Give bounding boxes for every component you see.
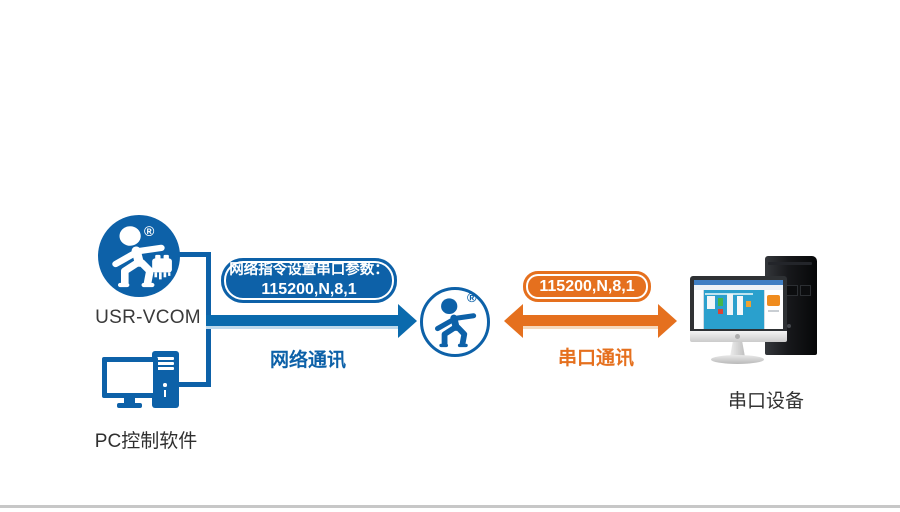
- screen-menubar: [694, 285, 783, 290]
- screen-detail: [718, 309, 723, 314]
- tower-power-button: [787, 324, 791, 328]
- tower-stripe: [157, 367, 174, 370]
- screen-left-panel: [694, 290, 704, 329]
- usr-vcom-logo: ®: [98, 215, 180, 297]
- usr-mascot-icon: [434, 298, 477, 348]
- tower-power-dot: [163, 383, 167, 387]
- registered-trademark-icon: ®: [144, 223, 155, 239]
- network-arrowhead-icon: [398, 304, 417, 338]
- usr-vcom-label: USR-VCOM: [95, 307, 201, 328]
- registered-trademark-icon: ®: [467, 290, 477, 305]
- network-channel-label: 网络通讯: [269, 350, 346, 371]
- pc-monitor-icon: [102, 357, 158, 398]
- bubble-line1: 网络指令设置串口参数：: [229, 262, 389, 279]
- usr-device-logo: ®: [420, 287, 490, 357]
- screen-detail: [705, 293, 753, 295]
- serial-arrow-icon: [521, 315, 659, 326]
- tower-vent: [800, 285, 811, 296]
- serial-arrow-shadow: [521, 326, 659, 329]
- screen-titlebar: [694, 280, 783, 285]
- screen-detail: [707, 296, 715, 309]
- serial-param-bubble: 115200,N,8,1: [523, 271, 651, 302]
- desktop-monitor-stand: [730, 342, 745, 357]
- desktop-monitor-base: [711, 355, 764, 364]
- monitor-logo-dot: [735, 334, 740, 339]
- pc-monitor-stand: [124, 397, 135, 404]
- serial-arrowhead-left-icon: [504, 304, 523, 338]
- connector-line-top: [178, 252, 211, 257]
- tower-slot: [163, 390, 166, 397]
- screen-detail: [718, 298, 723, 306]
- network-arrow-icon: [206, 315, 400, 326]
- screen-detail: [768, 310, 779, 312]
- tower-stripe: [157, 357, 174, 360]
- desktop-monitor-screen: [694, 280, 783, 329]
- serial-connector-icon: [152, 254, 172, 280]
- tower-stripe: [157, 362, 174, 365]
- serial-arrowhead-right-icon: [658, 304, 677, 338]
- serial-channel-label: 串口通讯: [557, 348, 634, 369]
- tower-detail: [768, 262, 812, 265]
- tower-vent: [786, 285, 798, 296]
- serial-device-label: 串口设备: [727, 391, 804, 412]
- screen-detail: [767, 295, 780, 306]
- bottom-divider: [0, 505, 900, 508]
- connector-line-bottom: [179, 382, 211, 387]
- network-arrow-shadow: [206, 326, 400, 329]
- screen-detail: [737, 296, 743, 315]
- bubble-line2: 115200,N,8,1: [261, 281, 357, 299]
- screen-detail: [727, 294, 733, 315]
- network-command-bubble: 网络指令设置串口参数： 115200,N,8,1: [221, 258, 397, 303]
- serial-bubble-text: 115200,N,8,1: [539, 277, 635, 295]
- pc-software-label: PC控制软件: [94, 431, 198, 452]
- screen-detail: [746, 301, 751, 307]
- usr-mascot-icon: [112, 226, 172, 288]
- pc-monitor-base: [117, 403, 142, 408]
